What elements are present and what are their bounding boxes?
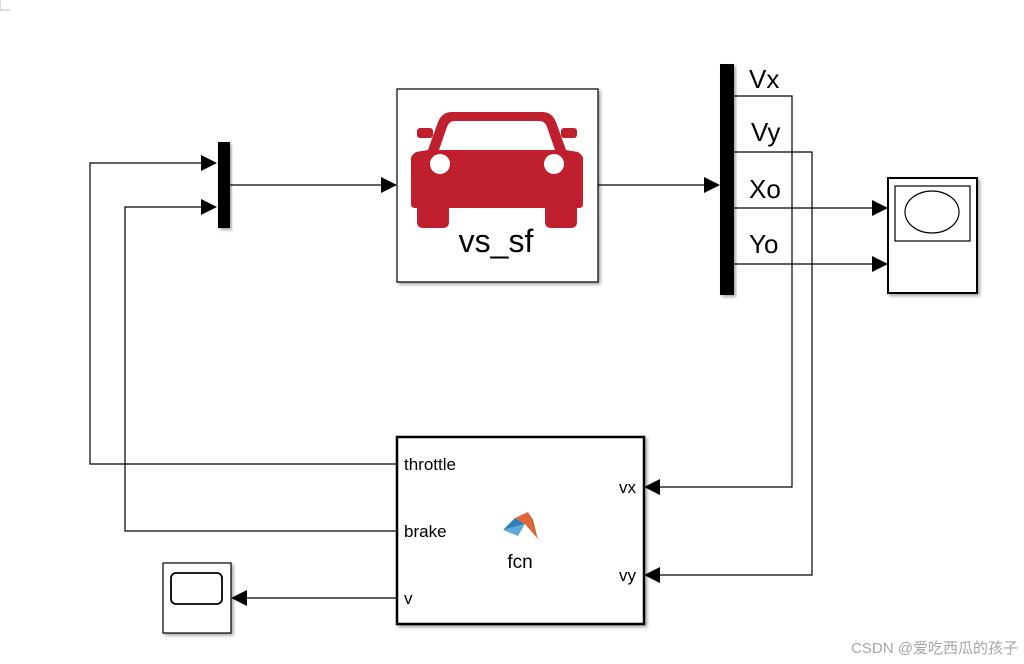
arrow-fcn-vy — [644, 567, 660, 583]
output-port-label: vx — [619, 478, 637, 497]
scope-icon — [170, 572, 223, 605]
arrow-mux-in1 — [201, 155, 217, 171]
line-vy-feedback[interactable] — [660, 151, 813, 576]
input-port-label: v — [404, 589, 413, 608]
arrow-demux-in — [704, 177, 720, 193]
input-port-label: throttle — [404, 455, 456, 474]
demux-output-labels: Vx Vy Xo Yo — [749, 64, 781, 259]
corner-mark — [0, 0, 10, 11]
arrow-mux-in2 — [201, 199, 217, 215]
demux-output-label: Vy — [751, 117, 780, 147]
line-vx-feedback[interactable] — [660, 95, 793, 488]
vehicle-block-label: vs_sf — [459, 223, 534, 259]
arrow-vehicle-in — [381, 177, 397, 193]
xy-graph-block[interactable] — [887, 177, 978, 294]
function-name-label: fcn — [507, 552, 532, 573]
output-port-label: vy — [619, 566, 637, 585]
xy-graph-icon — [894, 185, 971, 242]
line-throttle-to-mux[interactable] — [89, 162, 397, 465]
scope-block[interactable] — [162, 562, 232, 634]
watermark: CSDN @爱吃西瓜的孩子 — [851, 640, 1018, 657]
arrow-xy-in2 — [872, 256, 888, 272]
matlab-function-block[interactable]: throttle brake v vx vy fcn — [395, 435, 646, 626]
input-port-label: brake — [404, 522, 447, 541]
car-icon — [410, 112, 584, 228]
mux-block[interactable] — [218, 142, 230, 228]
demux-output-label: Xo — [749, 174, 781, 204]
demux-output-label: Vx — [749, 64, 779, 94]
matlab-logo-icon — [503, 512, 538, 540]
line-brake-to-mux[interactable] — [124, 206, 397, 532]
arrow-xy-in1 — [872, 200, 888, 216]
demux-output-label: Yo — [749, 229, 778, 259]
signal-lines — [89, 95, 872, 599]
vehicle-block[interactable]: vs_sf — [396, 88, 599, 283]
arrowheads — [201, 155, 888, 606]
arrow-fcn-vx — [644, 479, 660, 495]
demux-block[interactable] — [720, 64, 734, 295]
arrow-scope-in — [231, 590, 247, 606]
